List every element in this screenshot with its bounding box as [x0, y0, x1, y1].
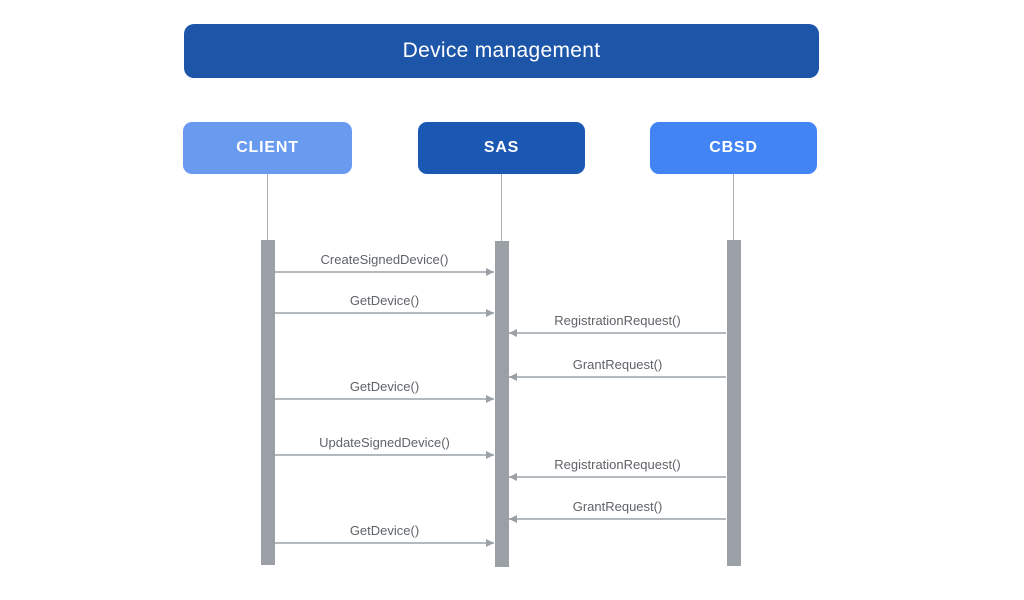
- message-label: UpdateSignedDevice(): [319, 435, 450, 450]
- actor-label-cbsd: CBSD: [709, 139, 758, 156]
- message-line: [275, 312, 494, 314]
- lifeline-client: [266, 174, 269, 240]
- message-label: CreateSignedDevice(): [320, 252, 449, 267]
- arrowhead-left-icon: [509, 473, 517, 481]
- arrowhead-left-icon: [509, 329, 517, 337]
- message-label: GetDevice(): [349, 523, 420, 538]
- message-line: [509, 518, 726, 520]
- message-updatesigneddevice: UpdateSignedDevice(): [275, 415, 494, 459]
- arrowhead-right-icon: [486, 268, 494, 276]
- message-getdevice: GetDevice(): [275, 359, 494, 403]
- message-getdevice: GetDevice(): [275, 503, 494, 547]
- message-label: GetDevice(): [349, 293, 420, 308]
- arrowhead-right-icon: [486, 539, 494, 547]
- activation-bar-sas: [494, 241, 509, 567]
- diagram-title: Device management: [402, 39, 601, 62]
- arrowhead-left-icon: [509, 373, 517, 381]
- message-line: [275, 271, 494, 273]
- lifeline-sas: [500, 174, 503, 241]
- actor-client: CLIENT: [183, 122, 352, 174]
- arrowhead-right-icon: [486, 395, 494, 403]
- actor-sas: SAS: [418, 122, 585, 174]
- actor-label-sas: SAS: [483, 139, 520, 156]
- actor-label-client: CLIENT: [236, 139, 299, 156]
- message-line: [509, 476, 726, 478]
- message-line: [275, 454, 494, 456]
- message-getdevice: GetDevice(): [275, 273, 494, 317]
- message-label: RegistrationRequest(): [554, 457, 681, 472]
- actor-cbsd: CBSD: [650, 122, 817, 174]
- message-registrationrequest: RegistrationRequest(): [509, 437, 726, 481]
- message-line: [275, 398, 494, 400]
- message-label: GrantRequest(): [572, 499, 663, 514]
- arrowhead-right-icon: [486, 451, 494, 459]
- arrowhead-left-icon: [509, 515, 517, 523]
- message-label: GrantRequest(): [572, 357, 663, 372]
- arrowhead-right-icon: [486, 309, 494, 317]
- activation-bar-cbsd: [726, 240, 741, 566]
- message-line: [275, 542, 494, 544]
- lifeline-cbsd: [732, 174, 735, 240]
- message-label: GetDevice(): [349, 379, 420, 394]
- message-line: [509, 376, 726, 378]
- message-grantrequest: GrantRequest(): [509, 479, 726, 523]
- message-grantrequest: GrantRequest(): [509, 337, 726, 381]
- activation-bar-client: [260, 240, 275, 565]
- message-line: [509, 332, 726, 334]
- message-registrationrequest: RegistrationRequest(): [509, 293, 726, 337]
- diagram-title-bar: Device management: [184, 24, 819, 78]
- message-createsigneddevice: CreateSignedDevice(): [275, 232, 494, 276]
- message-label: RegistrationRequest(): [554, 313, 681, 328]
